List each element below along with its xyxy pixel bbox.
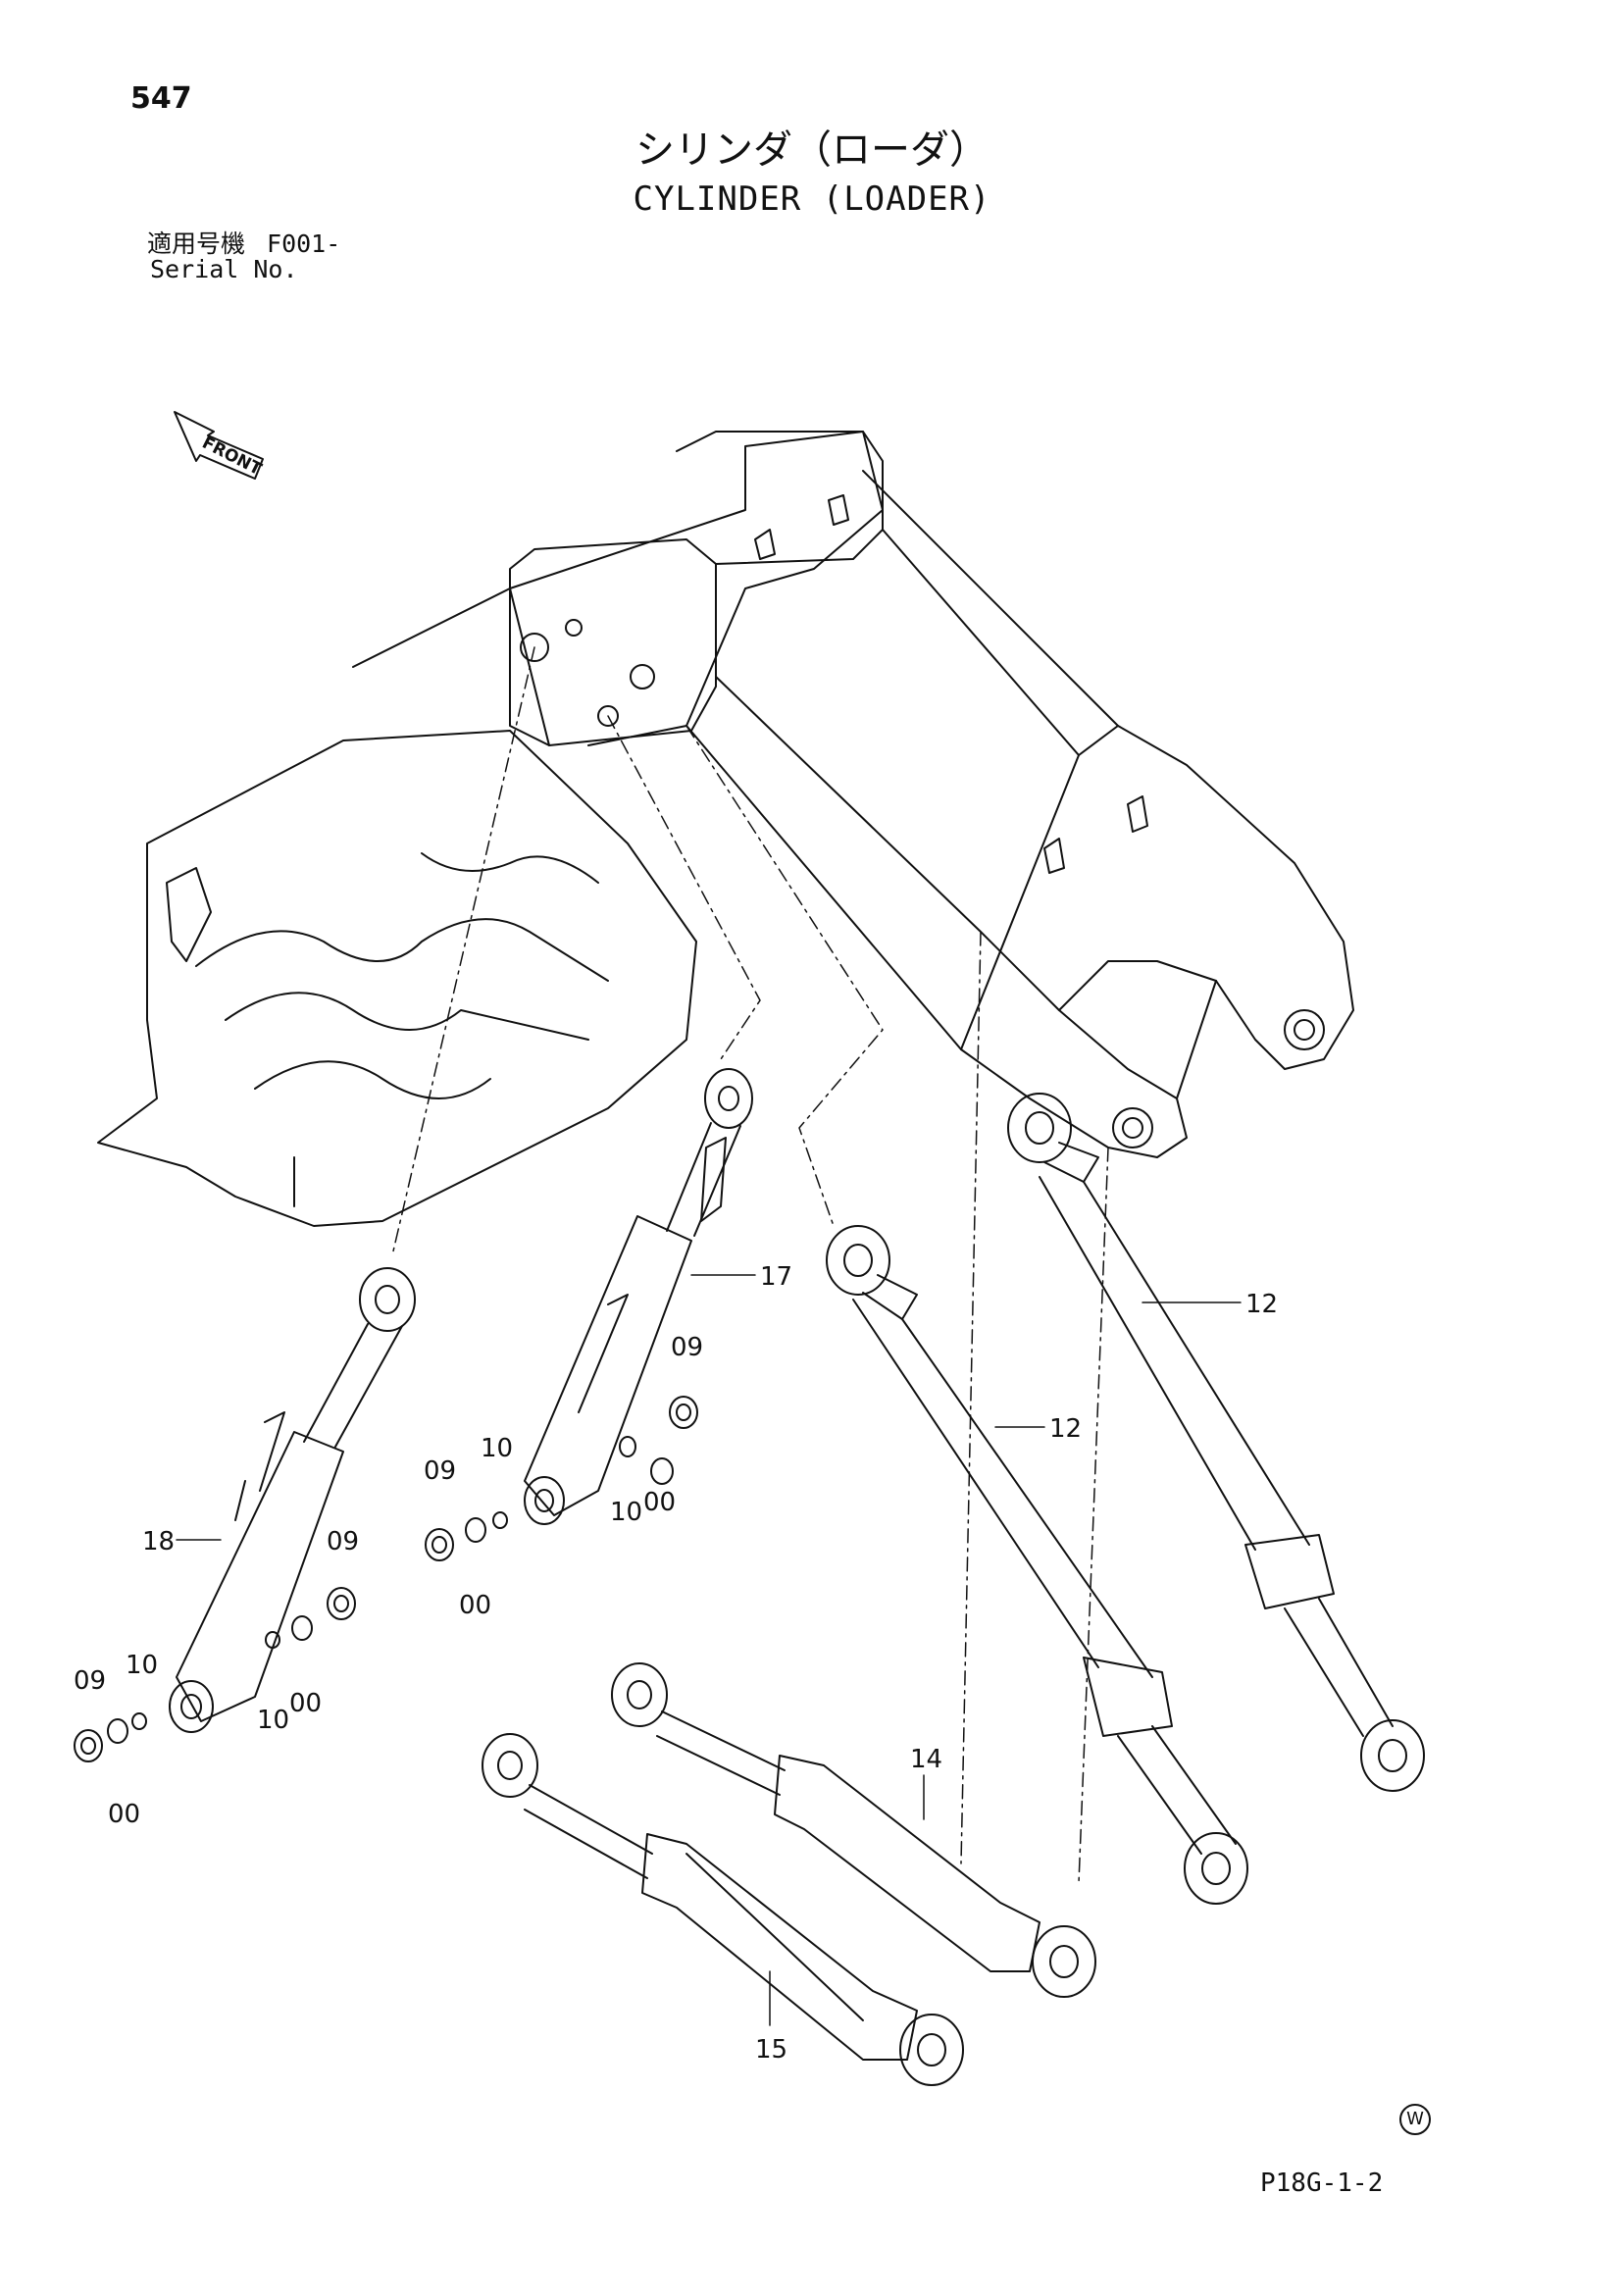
- callout-12-middle: 12: [1049, 1414, 1082, 1444]
- cylinder-15: [482, 1733, 964, 2086]
- front-arrow-icon: FRONT: [174, 411, 265, 480]
- cylinder-17: [524, 1068, 753, 1525]
- callout-18: 18: [142, 1527, 175, 1556]
- callout-10-l1: 10: [257, 1706, 289, 1735]
- cylinder-12-right: [1007, 1093, 1425, 1792]
- cylinder-14: [611, 1662, 1096, 1998]
- leader-lines: [391, 646, 1109, 1884]
- callout-10-m2: 10: [610, 1498, 642, 1527]
- serial-label-en: Serial No.: [150, 255, 298, 283]
- callout-00-m2: 00: [459, 1591, 491, 1620]
- w-mark-icon: W: [1399, 2104, 1431, 2135]
- callout-09-l1: 09: [327, 1527, 359, 1556]
- cylinder-12-middle: [826, 1225, 1248, 1905]
- callout-09-r1: 09: [671, 1333, 703, 1362]
- callout-09-l2: 09: [74, 1666, 106, 1696]
- callout-14: 14: [910, 1745, 942, 1774]
- seal-parts: [74, 1396, 698, 1762]
- callout-00-l2: 00: [108, 1800, 140, 1829]
- callout-10-l2: 10: [126, 1651, 158, 1680]
- callout-00-m1: 00: [643, 1488, 676, 1517]
- title-japanese: シリンダ（ローダ）: [635, 128, 989, 173]
- callout-09-m1: 09: [424, 1456, 456, 1486]
- page-number: 547: [130, 81, 192, 116]
- cylinder-18: [169, 1267, 416, 1733]
- callout-leaders: [176, 1274, 1242, 2026]
- callout-15: 15: [755, 2035, 787, 2065]
- title-english: CYLINDER (LOADER): [633, 179, 991, 219]
- callout-17: 17: [760, 1262, 792, 1292]
- loader-frame-outline: [97, 431, 1354, 1227]
- callout-00-l1: 00: [289, 1689, 322, 1718]
- callout-10-m1: 10: [481, 1434, 513, 1463]
- serial-from: F001-: [267, 230, 341, 258]
- applicable-label-jp: 適用号機: [147, 230, 246, 258]
- callout-12-right: 12: [1245, 1290, 1278, 1319]
- figure-code: P18G-1-2: [1260, 2168, 1384, 2198]
- applicable-serial-row: 適用号機 F001-: [147, 231, 340, 256]
